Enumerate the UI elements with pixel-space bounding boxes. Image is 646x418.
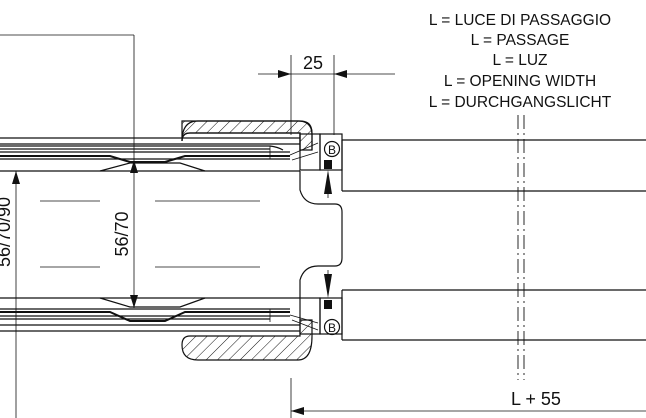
dimension-inner-height-line xyxy=(130,160,138,308)
dimension-inner-height: 56/70 xyxy=(112,211,132,256)
bottom-hatched-cover xyxy=(181,319,313,361)
top-leader xyxy=(0,34,135,160)
legend-line-1: L = LUCE DI PASSAGGIO xyxy=(429,12,611,29)
dimension-outer-height: 56/70/90 xyxy=(0,197,14,267)
inner-panel xyxy=(299,171,343,298)
dimension-bottom xyxy=(290,378,646,418)
inner-centerlines xyxy=(40,200,260,268)
legend-line-5: L = DURCHGANGSLICHT xyxy=(429,94,612,111)
dimension-bottom-width: L + 55 xyxy=(511,389,561,409)
legend-line-4: L = OPENING WIDTH xyxy=(444,73,596,90)
legend: L = LUCE DI PASSAGGIO L = PASSAGE L = LU… xyxy=(429,12,612,111)
dimension-outer-height-line xyxy=(12,171,20,418)
top-profile xyxy=(0,145,290,172)
legend-line-3: L = LUZ xyxy=(493,52,548,69)
door-leaf xyxy=(341,139,646,341)
top-marker-circle xyxy=(323,140,341,158)
bottom-marker-circle xyxy=(323,318,341,336)
dimension-top-offset: 25 xyxy=(303,53,323,73)
bottom-profile xyxy=(0,297,290,322)
top-marker-label: B xyxy=(328,143,336,157)
bottom-marker-label: B xyxy=(328,321,336,335)
dimension-25: 25 xyxy=(258,53,395,135)
center-axis xyxy=(517,115,525,380)
legend-line-2: L = PASSAGE xyxy=(471,32,570,49)
frame-lines xyxy=(0,137,300,332)
